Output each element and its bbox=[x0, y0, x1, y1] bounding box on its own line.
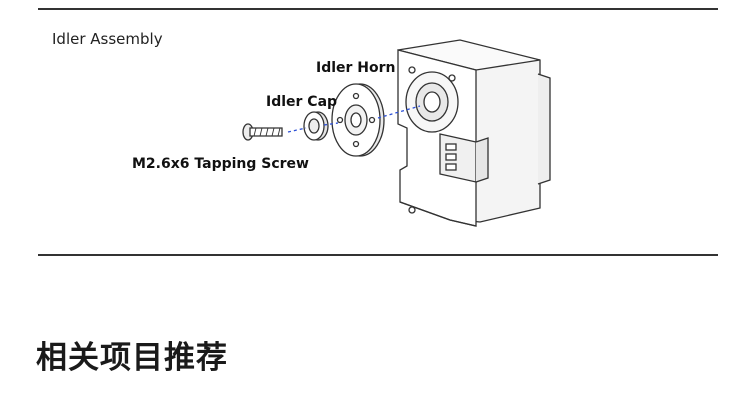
figure-caption: Idler Assembly bbox=[52, 30, 163, 48]
top-divider bbox=[38, 8, 718, 10]
assembly-axis-line bbox=[287, 105, 421, 133]
idler-cap-label: Idler Cap bbox=[266, 94, 337, 110]
idler-horn-label: Idler Horn bbox=[316, 60, 396, 76]
servo-body-illustration bbox=[397, 39, 551, 227]
related-items-heading: 相关项目推荐 bbox=[36, 340, 228, 376]
idler-horn-illustration bbox=[331, 83, 385, 157]
idler-cap-illustration bbox=[303, 111, 329, 141]
bottom-divider bbox=[38, 254, 718, 256]
tapping-screw-label: M2.6x6 Tapping Screw bbox=[132, 156, 309, 172]
tapping-screw-illustration bbox=[242, 123, 283, 141]
idler-assembly-diagram: Idler Horn Idler Cap M2.6x6 Tapping Scre… bbox=[120, 30, 580, 250]
